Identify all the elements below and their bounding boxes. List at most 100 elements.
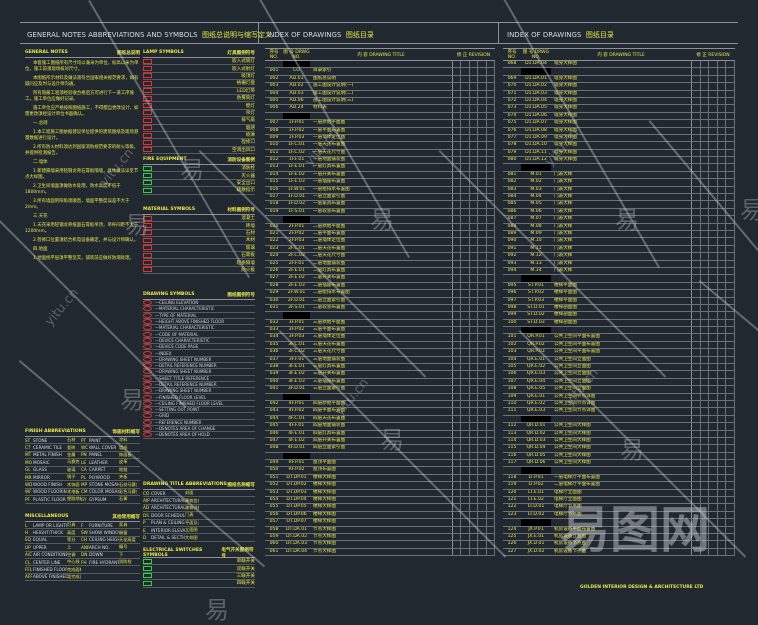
table-row[interactable] [265,312,495,320]
table-row[interactable] [503,467,735,475]
table-row[interactable] [503,519,735,527]
table-row[interactable] [265,216,495,224]
table-row[interactable] [265,452,495,461]
table-row[interactable] [503,275,735,283]
table-row[interactable] [503,415,735,424]
table-row[interactable] [265,112,495,121]
table-row[interactable] [265,61,495,69]
